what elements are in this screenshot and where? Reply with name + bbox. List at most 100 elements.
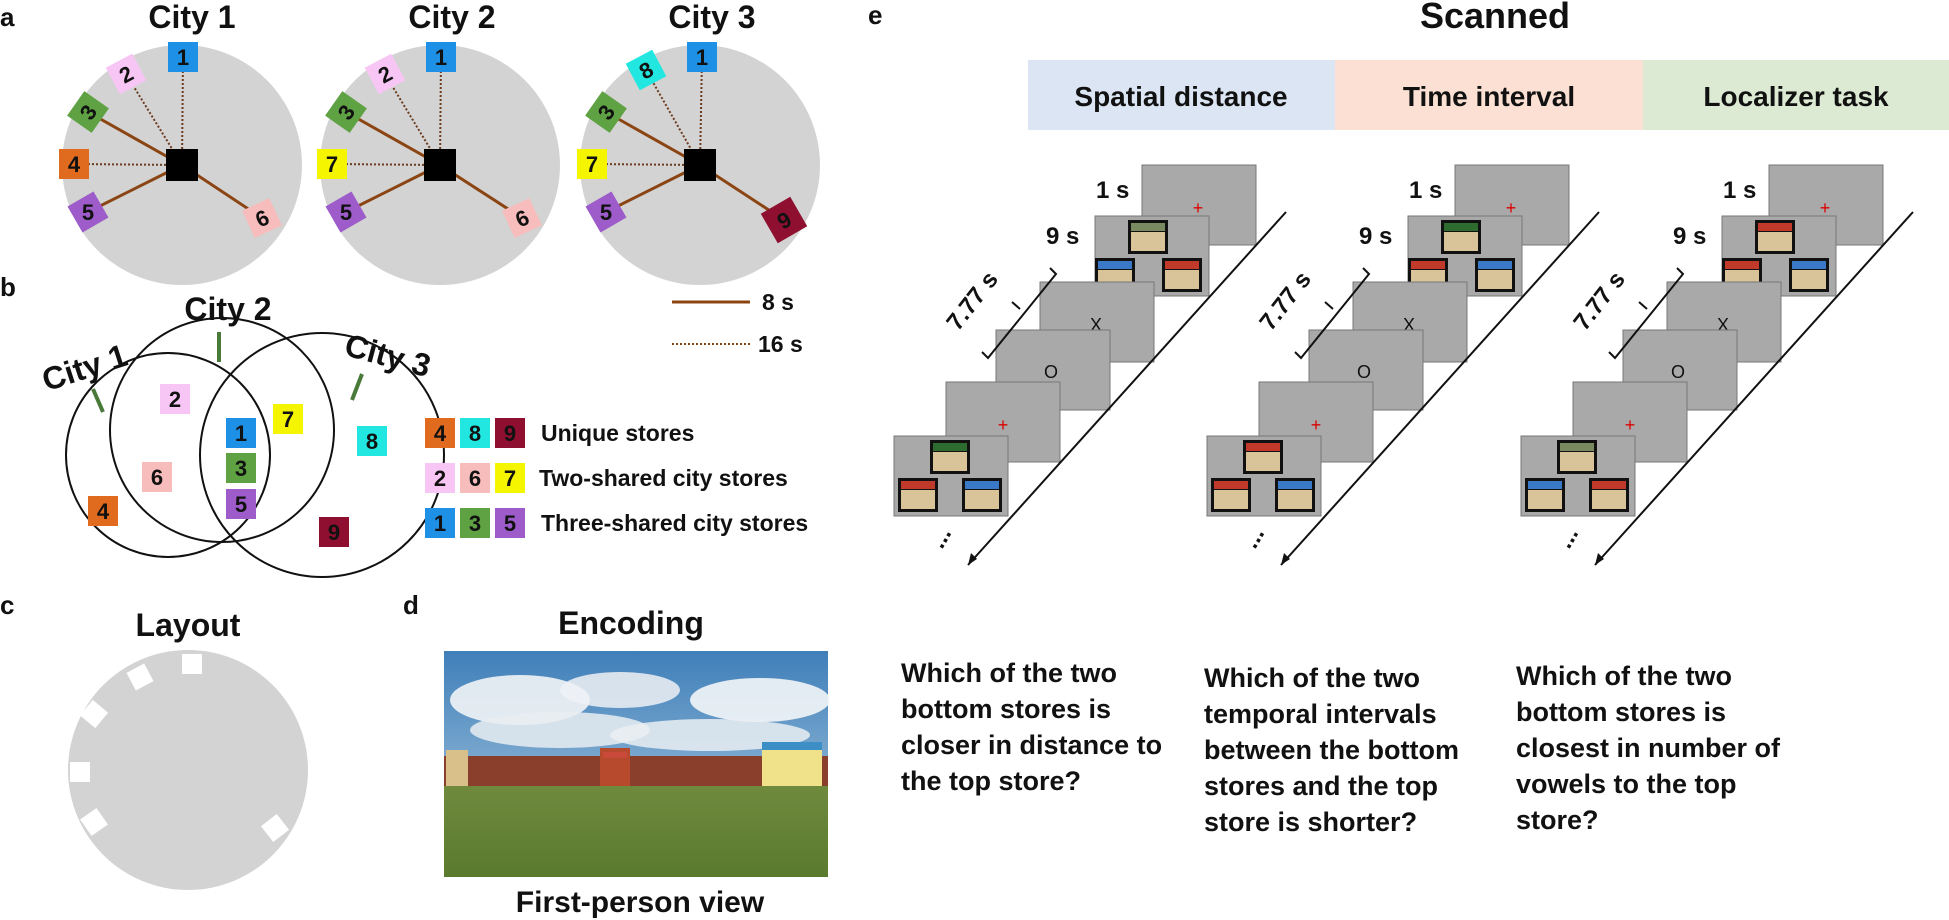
city-title: City 2 xyxy=(408,0,495,35)
store-sign xyxy=(1592,481,1626,489)
store-marker-5: 5 xyxy=(585,191,627,233)
svg-text:5: 5 xyxy=(600,200,612,225)
svg-text:8: 8 xyxy=(469,421,481,446)
store-facade xyxy=(1214,490,1248,509)
svg-text:1: 1 xyxy=(435,45,447,70)
store-marker-5: 5 xyxy=(67,191,109,233)
legend-label-two-shared: Two-shared city stores xyxy=(539,465,788,491)
svg-text:6: 6 xyxy=(469,466,481,491)
store-facade xyxy=(1478,270,1512,289)
store-marker-6: 6 xyxy=(242,198,282,238)
layout-title: Layout xyxy=(136,607,241,643)
store-facade xyxy=(1592,490,1626,509)
fixation-cross: + xyxy=(1625,415,1636,435)
svg-text:5: 5 xyxy=(340,200,352,225)
question-spatial: Which of the two bottom stores is closer… xyxy=(901,658,1163,796)
store-facade xyxy=(1444,232,1478,251)
task-header-bg-spatial xyxy=(1028,60,1335,130)
store-sign xyxy=(1411,261,1445,269)
venn-store-4: 4 xyxy=(88,496,118,526)
legend-16s: 16 s xyxy=(758,331,803,357)
store-facade xyxy=(1528,490,1562,509)
store-marker-5: 5 xyxy=(325,191,367,233)
store-marker-7: 7 xyxy=(577,149,607,179)
venn-store-2: 2 xyxy=(160,384,190,414)
svg-text:4: 4 xyxy=(434,421,447,446)
question-localizer: Which of the two bottom stores is closes… xyxy=(1516,661,1781,835)
store-facade xyxy=(965,490,999,509)
svg-text:5: 5 xyxy=(235,492,247,517)
store-sign xyxy=(1246,443,1280,451)
store-sign xyxy=(1165,261,1199,269)
city-map-1: City 1 1 2 3 4 5 6 xyxy=(59,0,302,285)
label-choice-duration: 9 s xyxy=(1046,223,1079,250)
svg-text:7: 7 xyxy=(326,152,338,177)
store-sign xyxy=(1131,223,1165,231)
venn-store-9: 9 xyxy=(319,517,349,547)
fixation-cross: + xyxy=(1820,198,1831,218)
fixation-cross: + xyxy=(1506,198,1517,218)
store-sign xyxy=(965,481,999,489)
store-slot xyxy=(80,808,108,836)
jitter-bracket-tick xyxy=(1638,301,1648,310)
venn-store-1: 1 xyxy=(226,418,256,448)
svg-text:1: 1 xyxy=(235,421,247,446)
jitter-o-symbol: O xyxy=(1044,362,1058,382)
store-facade xyxy=(1560,452,1594,471)
store-legend: 4 8 9 Unique stores 2 6 7 Two-shared cit… xyxy=(425,418,808,538)
store-marker-3: 3 xyxy=(67,91,109,133)
jitter-o-symbol: O xyxy=(1671,362,1685,382)
store-sign xyxy=(1214,481,1248,489)
store-facade xyxy=(1792,270,1826,289)
trial-stream-1: +XO+1 s9 s7.77 s... xyxy=(893,164,1287,566)
panel-e-scanned: Scanned Spatial distance Time interval L… xyxy=(893,0,1949,566)
city-title: City 1 xyxy=(148,0,235,35)
label-fixation-duration: 1 s xyxy=(1096,177,1129,204)
time-arrow xyxy=(967,211,1287,566)
venn-city-2 xyxy=(109,317,335,543)
svg-text:1: 1 xyxy=(434,511,446,536)
route-legend: 8 s 16 s xyxy=(672,289,803,357)
jitter-bracket xyxy=(981,267,1058,360)
store-sign xyxy=(933,443,967,451)
fixation-cross: + xyxy=(998,415,1009,435)
store-marker-1: 1 xyxy=(426,42,456,72)
svg-text:3: 3 xyxy=(235,456,247,481)
city-map-3: City 3 1 8 3 7 5 9 xyxy=(577,0,820,285)
store-slot xyxy=(126,663,154,691)
venn-store-7: 7 xyxy=(273,404,303,434)
svg-text:3: 3 xyxy=(469,511,481,536)
city-map-2: City 2 1 2 3 7 5 6 xyxy=(317,0,560,285)
jitter-bracket-tick xyxy=(1324,301,1334,310)
jitter-bracket-tick xyxy=(1011,301,1021,310)
store-facade xyxy=(901,490,935,509)
store-marker-1: 1 xyxy=(687,42,717,72)
store-marker-9: 9 xyxy=(760,196,808,244)
store-slot xyxy=(182,654,202,674)
venn-city-1 xyxy=(65,352,271,558)
svg-text:6: 6 xyxy=(151,465,163,490)
panel-c-layout: Layout xyxy=(68,607,308,890)
store-sign xyxy=(1098,261,1132,269)
task-header-time: Time interval xyxy=(1403,81,1575,112)
svg-text:1: 1 xyxy=(696,45,708,70)
panel-letter-a: a xyxy=(0,2,15,32)
panel-letter-d: d xyxy=(403,590,419,620)
panel-letter-c: c xyxy=(0,590,14,620)
jitter-bracket xyxy=(1608,267,1685,360)
venn-tick xyxy=(350,373,364,401)
store-slot xyxy=(70,762,90,782)
store-sign xyxy=(901,481,935,489)
time-arrow-head xyxy=(968,553,977,565)
store-marker-7: 7 xyxy=(317,149,347,179)
store-facade xyxy=(1131,232,1165,251)
fixation-cross: + xyxy=(1311,415,1322,435)
store-marker-6: 6 xyxy=(502,198,542,238)
svg-text:2: 2 xyxy=(434,466,446,491)
store-marker-1: 1 xyxy=(168,42,198,72)
svg-text:5: 5 xyxy=(504,511,516,536)
svg-text:7: 7 xyxy=(504,466,516,491)
city-title: City 3 xyxy=(668,0,755,35)
venn-label-city-3: City 3 xyxy=(341,327,434,384)
legend-row-unique: 4 8 9 Unique stores xyxy=(425,418,694,448)
